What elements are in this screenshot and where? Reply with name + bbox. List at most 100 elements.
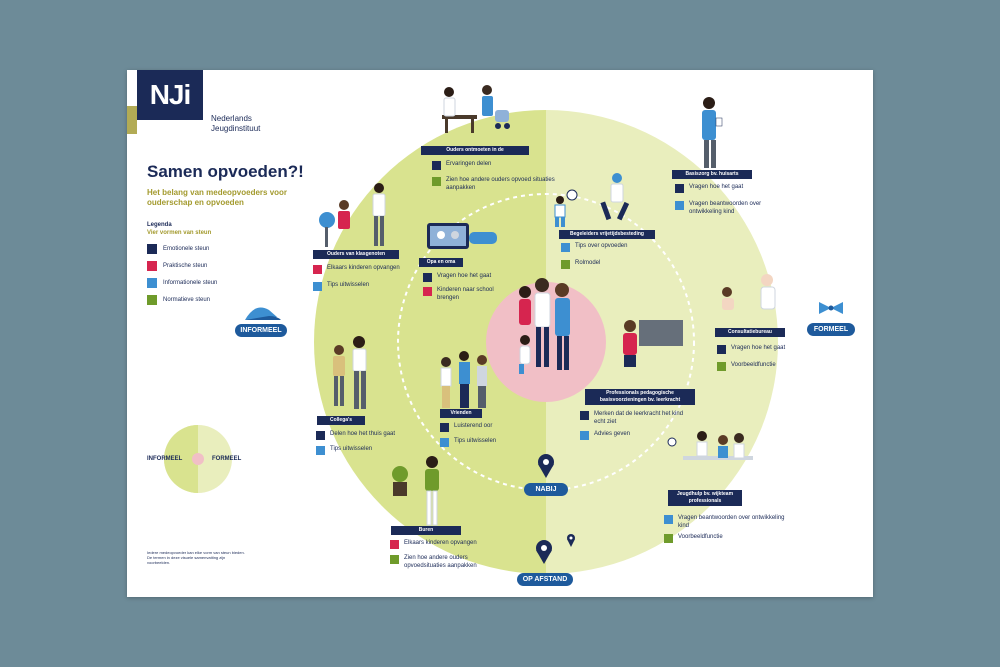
support-item: Zien hoe andere ouders opvoed situaties … <box>432 176 562 191</box>
legend-swatch-informational <box>147 278 157 288</box>
support-item: Ervaringen delen <box>432 160 562 172</box>
support-type-swatch <box>423 287 432 296</box>
legend-swatch-emotional <box>147 244 157 254</box>
support-type-swatch <box>717 345 726 354</box>
support-text: Voorbeeldfunctie <box>731 362 776 368</box>
organization-name: Nederlands Jeugdinstituut <box>211 114 291 134</box>
organization-name-line1: Nederlands <box>211 114 252 123</box>
logo-accent-stripe <box>127 106 137 134</box>
support-item: Rolmodel <box>561 259 671 271</box>
op-afstand-pill: OP AFSTAND <box>517 573 573 586</box>
support-text: Voorbeeldfunctie <box>678 534 723 540</box>
pin-small-icon <box>567 534 575 547</box>
illustration-meeting <box>319 183 386 247</box>
support-text: Elkaars kinderen opvangen <box>404 540 477 546</box>
group-label-jeugdhulp: Jeugdhulp bv. wijkteam professionals <box>668 490 742 506</box>
mini-formeel-label: FORMEEL <box>212 456 242 462</box>
bowtie-icon <box>819 302 843 314</box>
legend-subtitle: Vier vormen van steun <box>147 230 212 236</box>
illustration-videocall <box>427 223 497 249</box>
legend-item: Informationele steun <box>147 278 267 290</box>
support-text: Vragen beantwoorden over ontwikkeling ki… <box>689 201 762 215</box>
group-label-consultatiebureau: Consultatiebureau <box>715 328 785 337</box>
pin-nabij-icon <box>538 454 554 478</box>
support-text: Vragen beantwoorden over ontwikkeling ki… <box>678 515 785 529</box>
legend-title: Legenda <box>147 222 172 228</box>
legend-label: Normatieve steun <box>163 297 211 303</box>
support-type-swatch <box>423 273 432 282</box>
support-type-swatch <box>432 161 441 170</box>
legend-label: Emotionele steun <box>163 246 210 252</box>
legend-swatch-normative <box>147 295 157 305</box>
support-type-swatch <box>316 431 325 440</box>
support-text: Luisterend oor <box>454 423 493 429</box>
legend-item: Normatieve steun <box>147 295 267 307</box>
support-type-swatch <box>313 282 322 291</box>
support-item: Vragen hoe het gaat <box>717 344 827 356</box>
support-item: Delen hoe het thuis gaat <box>316 430 426 442</box>
support-text: Ervaringen delen <box>446 161 492 167</box>
support-item: Voorbeeldfunctie <box>717 361 827 373</box>
family-illustration <box>519 278 570 374</box>
group-label-collegas: Collega's <box>317 416 365 425</box>
support-text: Tips uitwisselen <box>454 438 497 444</box>
support-type-swatch <box>316 446 325 455</box>
support-text: Tips over opvoeden <box>575 243 628 249</box>
support-item: Luisterend oor <box>440 422 530 434</box>
support-text: Advies geven <box>594 431 631 437</box>
support-type-swatch <box>440 423 449 432</box>
illustration-classroom <box>623 320 683 367</box>
support-text: Rolmodel <box>575 260 601 266</box>
poster: NJi Nederlands Jeugdinstituut Samen opvo… <box>127 70 873 597</box>
support-item: Tips uitwisselen <box>313 281 443 293</box>
illustration-doctor <box>702 97 723 168</box>
support-type-swatch <box>561 243 570 252</box>
illustration-consult <box>722 274 776 310</box>
poster-title: Samen opvoeden?! <box>147 162 304 181</box>
illustration-sports <box>554 173 630 227</box>
legend-label: Informationele steun <box>163 280 218 286</box>
support-text: Tips uitwisselen <box>330 446 373 452</box>
support-type-swatch <box>675 201 684 210</box>
support-text: Vragen hoe het gaat <box>689 184 744 190</box>
support-text: Tips uitwisselen <box>327 282 370 288</box>
support-item: Tips over opvoeden <box>561 242 671 254</box>
support-type-swatch <box>675 184 684 193</box>
support-item: Tips uitwisselen <box>440 437 530 449</box>
group-label-ouders-klasgenoten: Ouders van klasgenoten <box>313 250 399 259</box>
support-type-swatch <box>580 431 589 440</box>
support-text: Merken dat de leerkracht het kind echt z… <box>594 411 684 425</box>
illustration-wijkteam <box>667 431 753 460</box>
illustration-neighbours <box>392 456 439 526</box>
support-item: Vragen hoe het gaat <box>423 272 513 284</box>
group-label-basiszorg: Basiszorg bv. huisarts <box>672 170 752 179</box>
illustration-friends <box>440 351 487 408</box>
outer-circle-left <box>314 110 546 574</box>
support-item: Merken dat de leerkracht het kind echt z… <box>580 410 696 425</box>
support-type-swatch <box>561 260 570 269</box>
illustration-colleagues <box>333 336 367 409</box>
support-text: Delen hoe het thuis gaat <box>330 431 396 437</box>
group-label-professionals: Professionals pedagogische basisvoorzien… <box>585 389 695 405</box>
mini-informeel-label: INFORMEEL <box>147 456 183 462</box>
support-item: Elkaars kinderen opvangen <box>390 539 510 551</box>
support-type-swatch <box>432 177 441 186</box>
illustration-park-bench <box>442 85 510 133</box>
support-text: Vragen hoe het gaat <box>437 273 492 279</box>
support-type-swatch <box>390 555 399 564</box>
support-text: Zien hoe andere ouders opvoed situaties … <box>446 177 555 191</box>
support-item: Advies geven <box>580 430 696 442</box>
support-type-swatch <box>440 438 449 447</box>
support-item: Vragen beantwoorden over ontwikkeling ki… <box>675 200 795 215</box>
support-text: Zien hoe andere ouders opvoedsituaties a… <box>404 555 477 569</box>
formeel-pill: FORMEEL <box>807 323 855 336</box>
support-text: Vragen hoe het gaat <box>731 345 786 351</box>
legend-item: Emotionele steun <box>147 244 267 256</box>
support-item: Kinderen naar school brengen <box>423 286 503 301</box>
group-label-begeleiders: Begeleiders vrijetijdsbesteding <box>559 230 655 239</box>
support-type-swatch <box>390 540 399 549</box>
nabij-pill: NABIJ <box>524 483 568 496</box>
group-label-vrienden: Vrienden <box>440 409 482 418</box>
cap-icon <box>245 307 281 320</box>
support-text: Elkaars kinderen opvangen <box>327 265 400 271</box>
